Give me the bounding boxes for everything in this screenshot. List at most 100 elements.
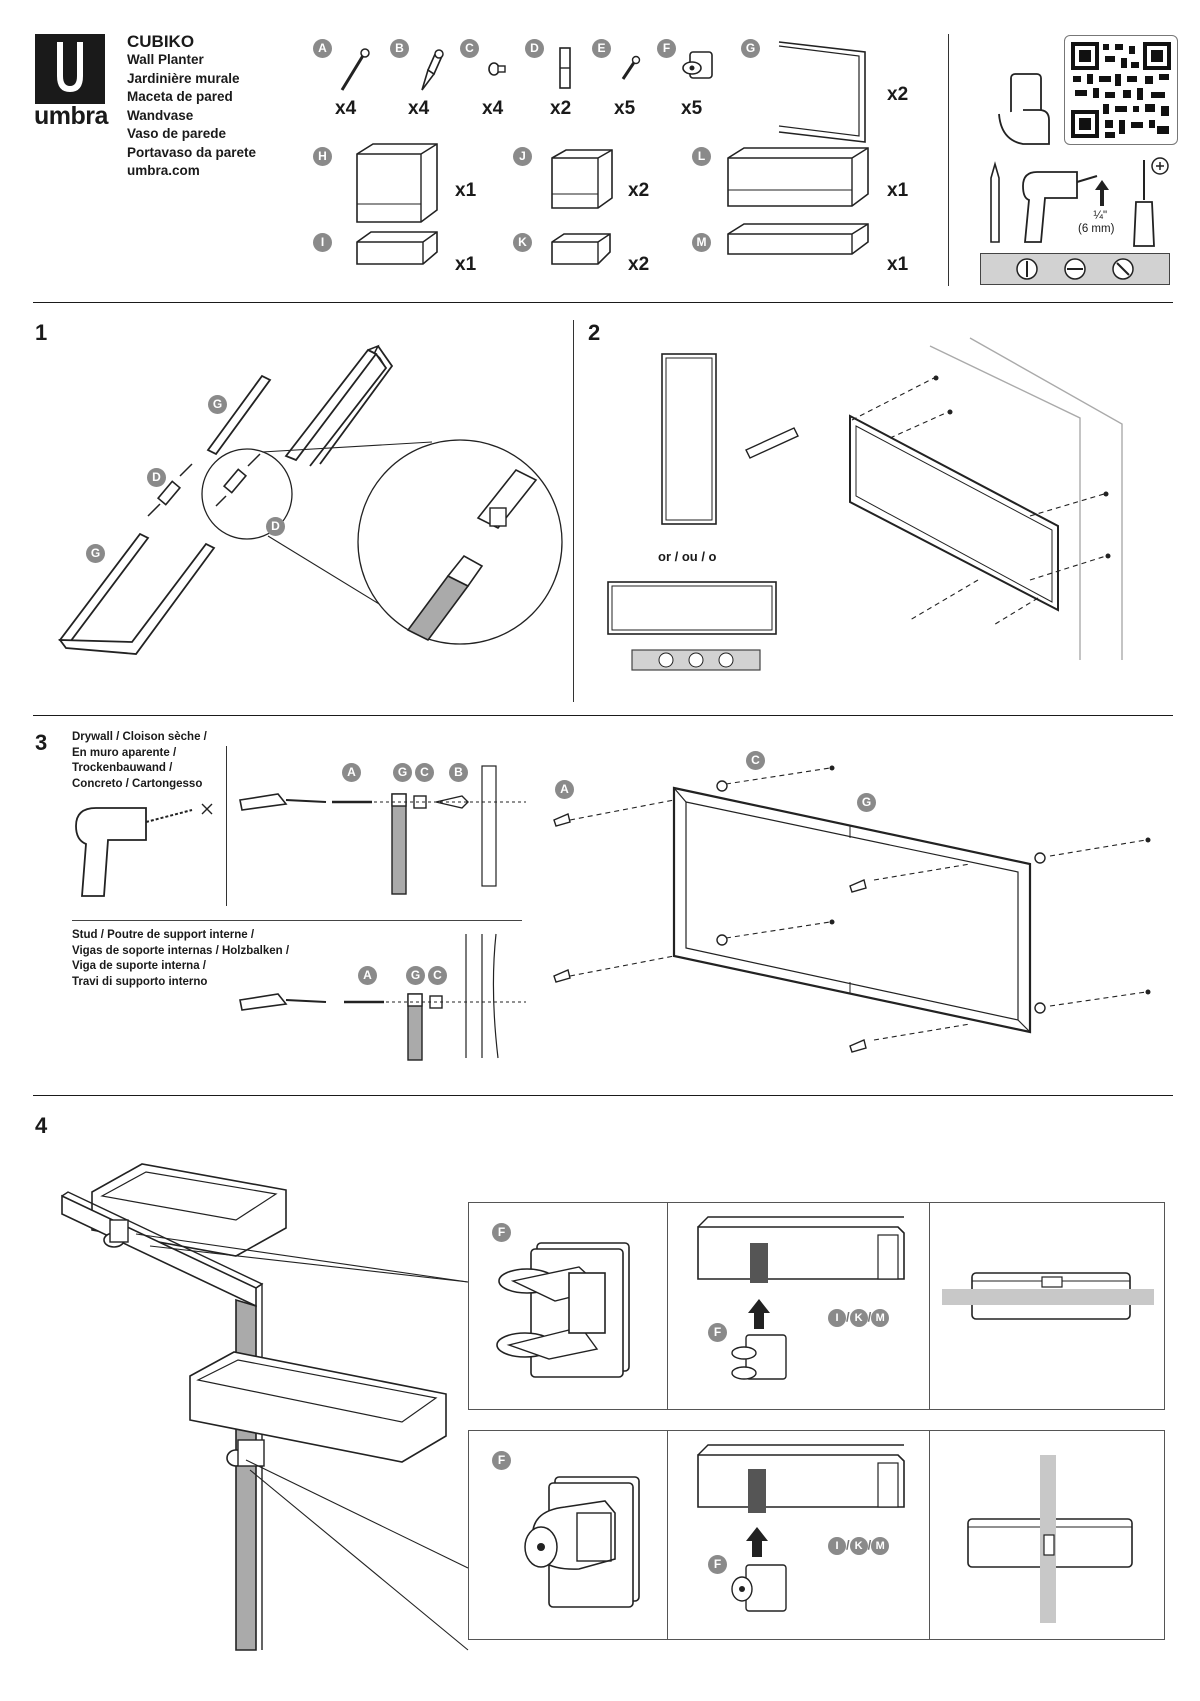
step-divider [226,746,227,906]
separator: / [846,1537,850,1553]
drill-bit-metric: (6 mm) [1078,223,1115,235]
caption-line: Trockenbauwand / [72,762,173,774]
screw-icon [340,48,370,91]
section-divider [33,1095,1173,1096]
website-link[interactable]: umbra.com [127,163,200,178]
part-qty: x2 [550,98,572,119]
screwdriver-icon [1133,157,1169,247]
step-number: 3 [35,730,48,755]
drill-icon [75,803,213,897]
pot-options: I/K/M [828,1309,890,1327]
part-badge: K [849,1309,868,1327]
part-badge: A [555,780,574,799]
part-badge: A [313,39,332,58]
umbra-logo [35,34,105,104]
step4-overview [61,1163,469,1651]
caption-line: Stud / Poutre de support interne / [72,929,255,941]
part-qty: x1 [887,254,909,275]
part-badge: F [657,39,676,58]
part-badge: E [592,39,611,58]
part-badge: M [871,1309,890,1327]
part-badge: F [492,1223,511,1242]
detail-panel-attach-vertical: F I/K/M [667,1430,932,1640]
part-badge: C [428,966,447,985]
part-badge: I [828,1309,846,1327]
caption-line: Vigas de soporte internas / Holzbalken / [72,944,290,957]
step-number: 2 [588,320,601,345]
part-badge: D [147,468,166,487]
drill-bit-size: ¼" (6 mm) [1078,210,1114,236]
long-pot-icon [727,147,869,207]
drill-icon [1022,171,1098,243]
drill-bit-fraction: ¼" [1093,210,1108,222]
part-badge: C [460,39,479,58]
part-badge: K [513,233,532,252]
anchor-icon [421,49,444,91]
level-tool [980,253,1170,285]
step-number: 4 [35,1113,48,1138]
product-name: CUBIKO [127,32,195,51]
part-badge: F [708,1323,727,1342]
part-badge: K [849,1537,868,1555]
step2-layout-options [607,337,1123,671]
detail-panel-clip-horizontal: F [468,1202,670,1410]
or-label: or / ou / o [658,549,717,564]
pencil-icon [990,161,1000,243]
part-badge: G [406,966,425,985]
part-qty: x2 [628,254,650,275]
caption-line: Concreto / Cartongesso [72,777,203,790]
product-name-block: CUBIKO Wall Planter Jardinière murale Ma… [127,32,256,181]
part-badge: I [313,233,332,252]
part-badge: F [708,1555,727,1574]
detail-panel-clip-vertical: F [468,1430,670,1640]
separator: / [867,1309,872,1325]
part-qty: x1 [455,254,477,275]
part-badge: G [741,39,760,58]
part-badge: M [871,1537,890,1555]
caption-line: Viga de suporte interna / [72,960,206,972]
medium-pot-icon [551,149,613,209]
product-name-line: Wandvase [127,107,194,123]
part-qty: x4 [335,98,357,119]
step1-frame-assembly [58,344,563,655]
small-tray-icon [551,233,611,265]
caption-line: Drywall / Cloison sèche / [72,731,207,743]
detail-panel-result-horizontal [929,1202,1165,1410]
part-qty: x1 [887,180,909,201]
part-badge: G [857,793,876,812]
connector-icon [559,47,571,89]
caption-line: En muro aparente / [72,746,177,759]
part-badge: J [513,147,532,166]
step-divider [573,320,574,702]
arrow-up-icon [1095,180,1109,206]
detail-panel-attach-horizontal: F I/K/M [667,1202,932,1410]
clip-icon [682,51,713,79]
pot-on-vertical-bar-icon [967,1455,1133,1623]
product-name-line: Jardinière murale [127,70,240,86]
section-divider [33,715,1173,716]
washer-icon [488,62,506,76]
product-name-line: Vaso de parede [127,126,227,141]
part-badge: G [208,395,227,414]
part-badge: I [828,1537,846,1555]
detail-panel-result-vertical [929,1430,1165,1640]
clip-detail-vertical-icon [524,1476,640,1608]
part-badge: M [692,233,711,252]
stud-detail [239,933,526,1061]
step3-frame-mounting [553,765,1151,1053]
part-badge: C [415,763,434,782]
part-badge: G [86,544,105,563]
pot-clip-attach-vertical-icon [697,1444,905,1612]
tall-pot-icon [356,143,438,223]
part-badge: D [266,517,285,536]
part-qty: x4 [408,98,430,119]
step-number: 1 [35,320,48,345]
frame-bar-icon [778,41,866,143]
part-qty: x1 [455,180,477,201]
product-name-line: Wall Planter [127,52,204,67]
tray-icon [356,231,438,265]
part-badge: B [449,763,468,782]
qr-code[interactable] [1064,35,1178,145]
drywall-detail [239,765,526,895]
part-badge: F [492,1451,511,1470]
